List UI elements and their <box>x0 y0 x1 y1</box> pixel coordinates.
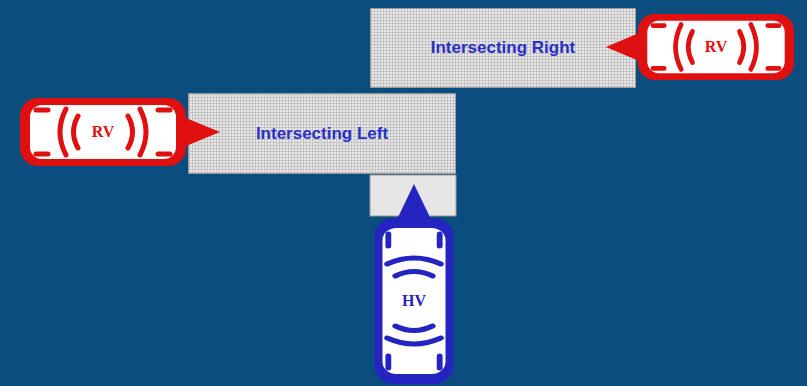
vehicle-detail <box>74 116 79 148</box>
vehicle-outline <box>638 14 794 80</box>
direction-arrow <box>398 184 431 218</box>
vehicle-detail <box>768 66 779 71</box>
vehicle-detail <box>395 272 432 277</box>
vehicle-body <box>606 14 794 80</box>
vehicle: RV <box>636 12 796 82</box>
vehicle-detail <box>768 23 779 28</box>
vehicle-detail <box>158 152 170 157</box>
vehicle-detail <box>36 152 48 157</box>
vehicle-detail <box>437 234 442 246</box>
vehicle-detail <box>140 109 146 155</box>
vehicle-cabin <box>383 228 446 374</box>
vehicle-detail <box>387 258 441 264</box>
vehicle-label: HV <box>401 293 427 309</box>
vehicle-cabin <box>30 105 176 159</box>
vehicle-detail <box>158 108 170 113</box>
vehicle-detail <box>36 108 48 113</box>
vehicle-detail <box>653 23 664 28</box>
vehicle-detail <box>386 356 391 368</box>
vehicle-outline <box>20 98 186 166</box>
direction-arrow <box>606 33 638 60</box>
vehicle-detail <box>387 338 441 344</box>
vehicle-detail <box>676 25 682 70</box>
vehicle-detail <box>688 31 692 62</box>
vehicle-detail <box>653 66 664 71</box>
vehicle-detail <box>395 326 432 331</box>
zone-label: Intersecting Right <box>421 38 586 58</box>
vehicle-detail <box>386 234 391 246</box>
vehicle-detail <box>751 25 757 70</box>
vehicle: HV <box>372 216 456 386</box>
zone-box: Intersecting Right <box>370 8 636 88</box>
vehicle-outline <box>374 218 453 384</box>
vehicle-body <box>374 184 453 384</box>
vehicle-detail <box>128 116 133 148</box>
vehicle-label: RV <box>91 124 116 140</box>
zone-box: Intersecting Left <box>188 93 456 174</box>
zone-label: Intersecting Left <box>246 124 398 144</box>
vehicle-detail <box>740 31 744 62</box>
vehicle-label: RV <box>704 39 729 55</box>
vehicle-cabin <box>647 21 784 74</box>
vehicle: RV <box>18 96 188 168</box>
vehicle-detail <box>60 109 66 155</box>
vehicle-detail <box>437 356 442 368</box>
